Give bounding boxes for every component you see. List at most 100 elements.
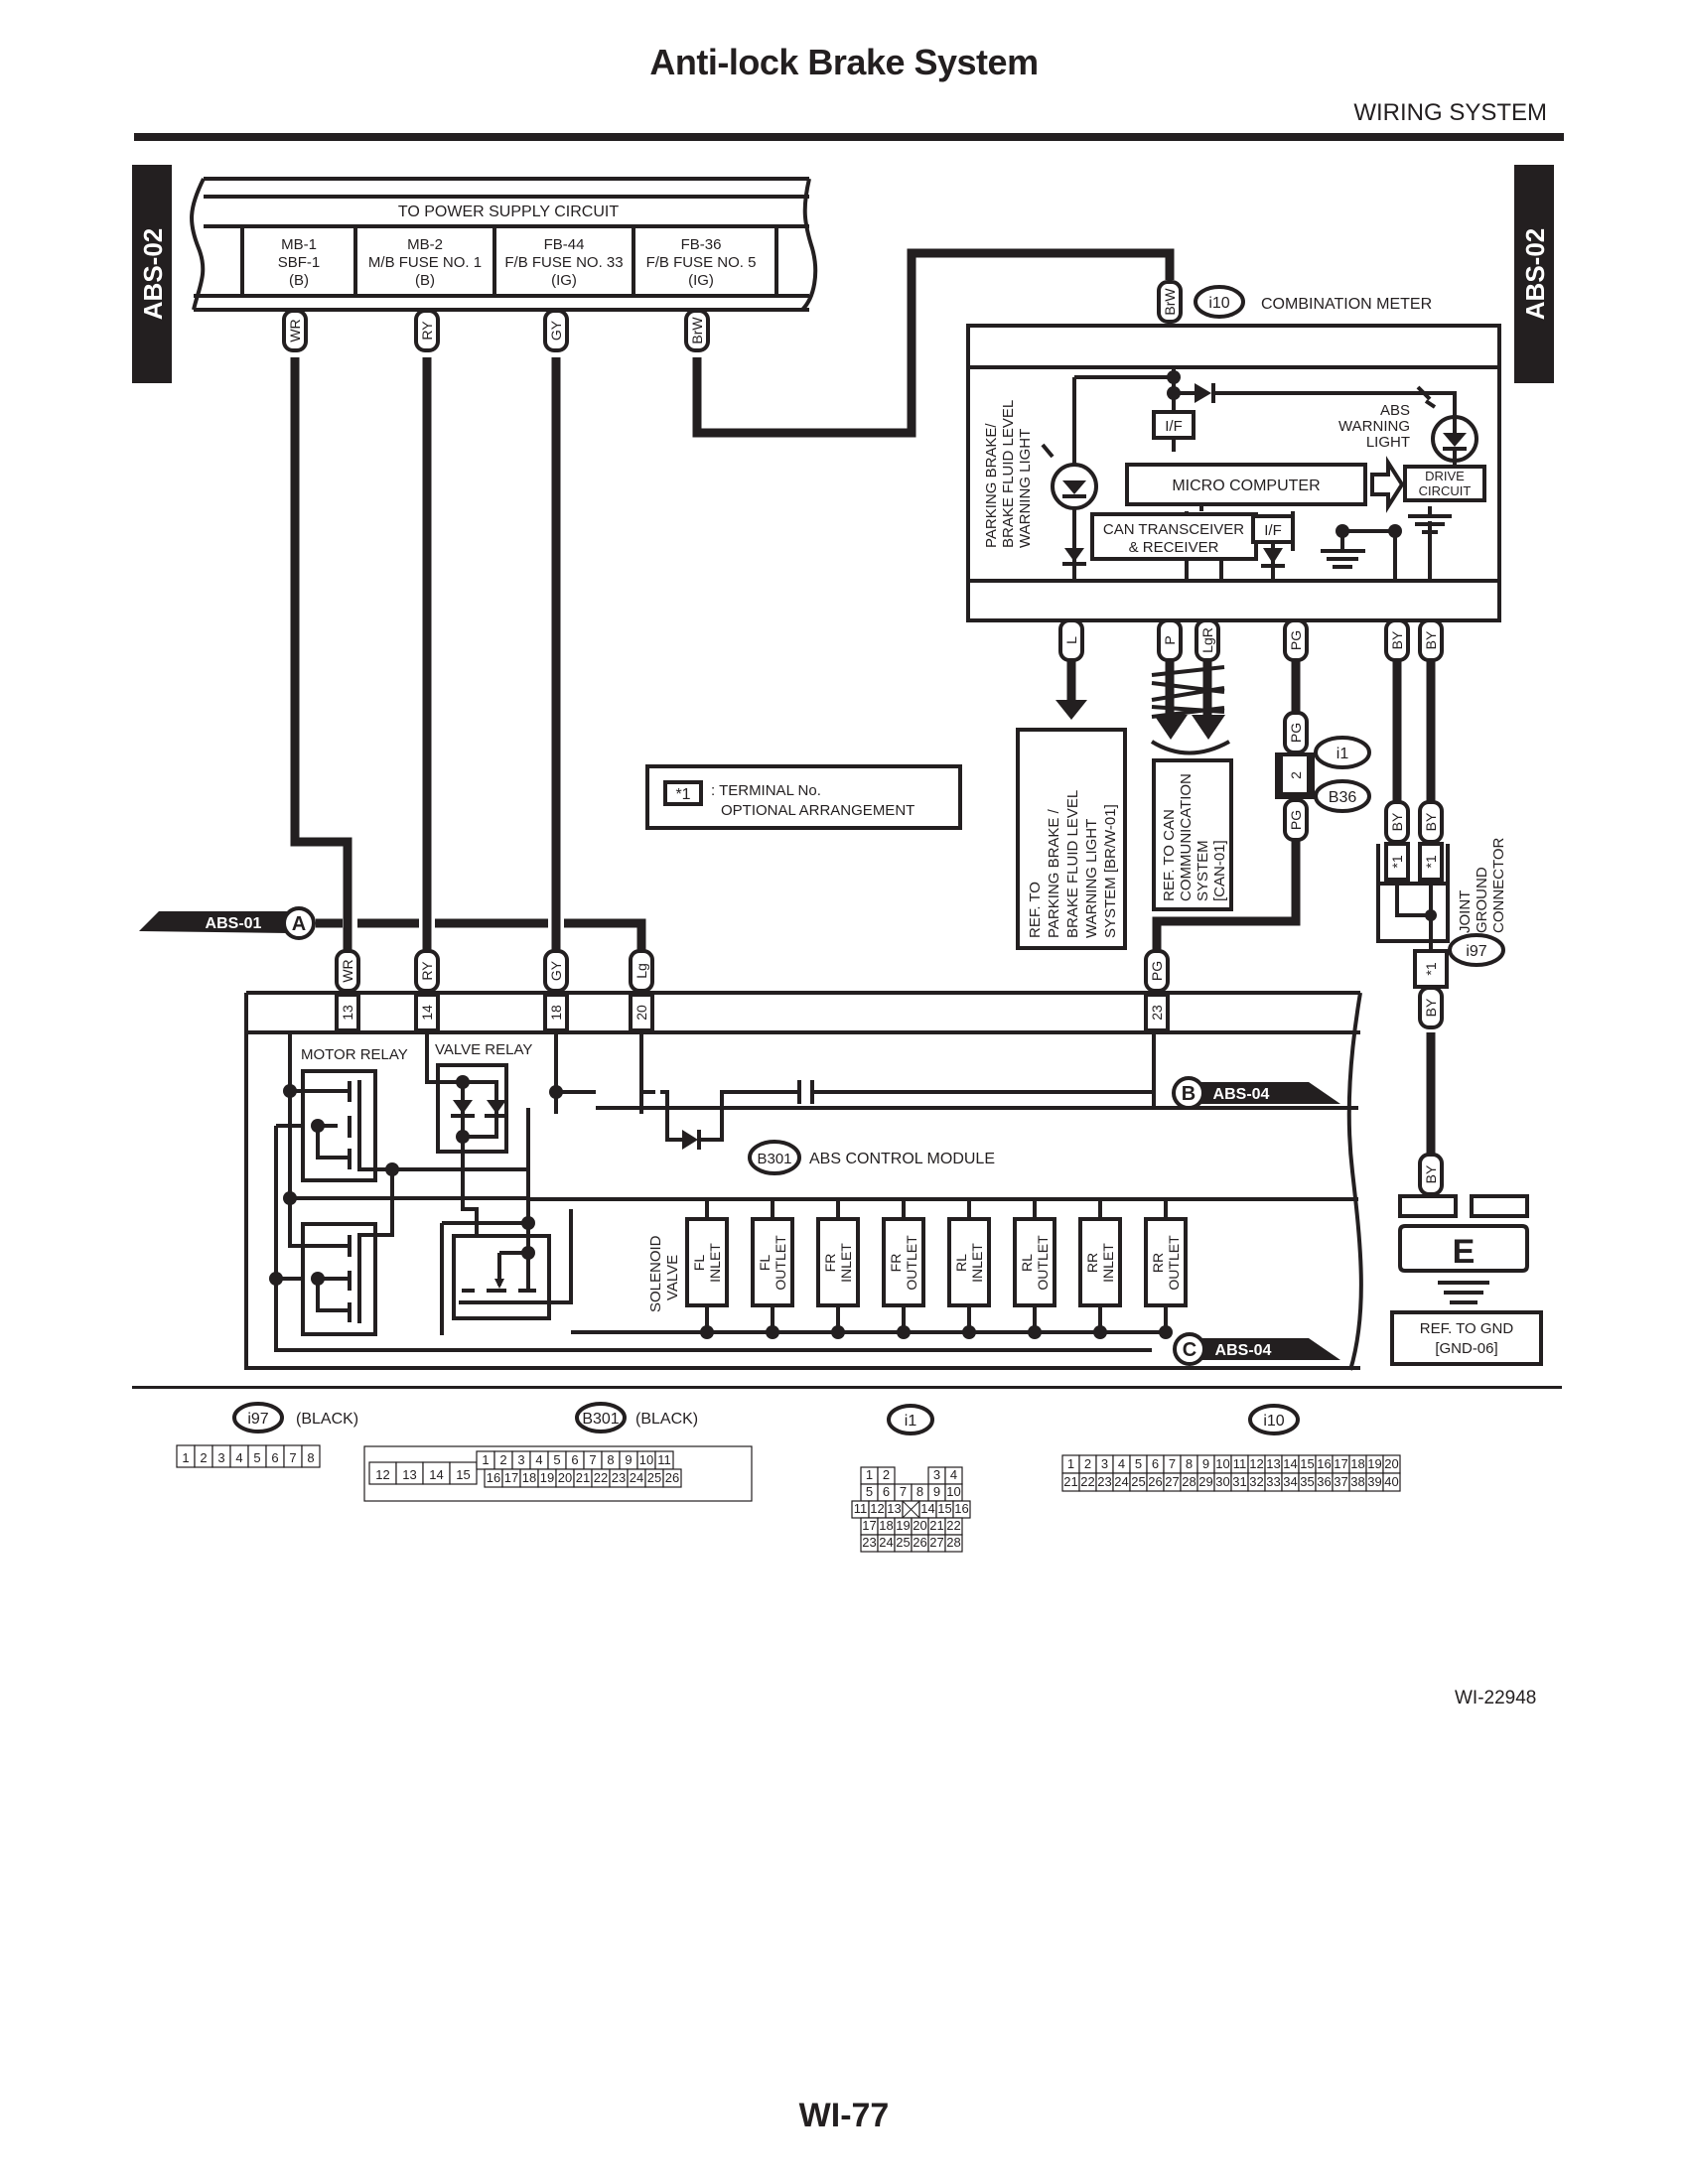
connector-pin: 18 — [519, 1468, 539, 1488]
pin-number: 19 — [540, 1470, 554, 1485]
connector-badge: i97 — [232, 1402, 284, 1433]
connector-pin: 29 — [1196, 1472, 1215, 1492]
connector-pin: 4 — [229, 1444, 249, 1468]
pin-number: 2 — [883, 1467, 890, 1482]
pin-number: 10 — [639, 1452, 653, 1467]
parking-light-label: WARNING LIGHT — [1017, 429, 1034, 548]
connector-pin: 24 — [627, 1468, 646, 1488]
connector-i10-label: i10 — [1208, 295, 1229, 312]
legend-symbol: *1 — [675, 786, 690, 803]
connector-b36-label: B36 — [1329, 789, 1357, 806]
wire-lg — [316, 918, 646, 951]
wire-color-tag: BY — [1384, 800, 1410, 844]
pin-number: 8 — [307, 1450, 314, 1465]
connector-pin: 13 — [395, 1461, 424, 1485]
connector-pin: 8 — [1180, 1454, 1198, 1474]
pin-number: 16 — [954, 1501, 968, 1516]
wire-color-label: WR — [340, 959, 355, 982]
capacitor-icon — [797, 1080, 814, 1104]
arrow-down-icon — [1055, 700, 1087, 720]
connector-pin: 3 — [927, 1466, 946, 1485]
pin-number: 35 — [1300, 1474, 1314, 1489]
arrow-down-icon — [1154, 715, 1188, 740]
solenoid-position: RL — [953, 1254, 969, 1272]
pin-marker: *1 — [1423, 962, 1439, 975]
wire-color-tag: PG — [1283, 618, 1309, 662]
drive-circuit-label: CIRCUIT — [1419, 483, 1472, 498]
connector-pin: 6 — [565, 1450, 585, 1470]
connector-pin: 30 — [1213, 1472, 1232, 1492]
pin-number: 22 — [946, 1518, 960, 1533]
fuse-fb44: FB-44 F/B FUSE NO. 33 (IG) — [504, 236, 623, 289]
connector-name: i1 — [905, 1413, 917, 1430]
connector-pin: 36 — [1315, 1472, 1334, 1492]
pin-number: 19 — [1367, 1456, 1381, 1471]
connector-pin: 10 — [636, 1450, 656, 1470]
pin-number: 23 — [862, 1535, 876, 1550]
connector-pin: 25 — [894, 1534, 913, 1553]
pin-number: 8 — [916, 1484, 923, 1499]
fuse-label: FB-44 — [544, 236, 585, 253]
diode-icon — [1064, 548, 1084, 562]
micro-computer-box — [1125, 463, 1367, 506]
offpage-b[interactable]: B ABS-04 — [1172, 1076, 1340, 1110]
pin-number: 12 — [870, 1501, 884, 1516]
pin-number: 25 — [896, 1535, 910, 1550]
fuse-label: FB-36 — [681, 236, 722, 253]
ref-text: BRAKE FLUID LEVEL — [1064, 790, 1081, 938]
abs-module-label: ABS CONTROL MODULE — [809, 1151, 995, 1167]
figure-id: WI-22948 — [1455, 1688, 1537, 1708]
offpage-c[interactable]: C ABS-04 — [1173, 1332, 1340, 1366]
solenoid-type: OUTLET — [773, 1235, 788, 1291]
ref-gnd[interactable]: REF. TO GND [GND-06] — [1390, 1310, 1543, 1366]
wire-color-tag: BY — [1418, 986, 1444, 1029]
pin-number: 15 — [1300, 1456, 1314, 1471]
pin-number: 26 — [913, 1535, 926, 1550]
pin-number: 23 — [612, 1470, 626, 1485]
wire-color-label: Lg — [633, 963, 649, 979]
connector-pin: 4 — [1112, 1454, 1131, 1474]
wire-color-tag: GY — [543, 309, 569, 352]
connector-pin: 8 — [301, 1444, 321, 1468]
side-tab-right[interactable]: ABS-02 — [1514, 165, 1554, 383]
offpage-a[interactable]: ABS-01 A — [139, 906, 316, 940]
connector-pin: 20 — [555, 1468, 575, 1488]
offpage-ref: ABS-04 — [1215, 1342, 1272, 1359]
wire-color-label: L — [1063, 636, 1079, 644]
connector-pin: 17 — [1332, 1454, 1350, 1474]
connector-pin: 35 — [1298, 1472, 1317, 1492]
connector-pin: 4 — [529, 1450, 549, 1470]
page-number: WI-77 — [798, 2097, 890, 2134]
ref-can[interactable]: REF. TO CAN COMMUNICATION SYSTEM [CAN-01… — [1152, 758, 1233, 911]
fuse-label: SBF-1 — [278, 254, 321, 271]
connector-pin: 1 — [1061, 1454, 1080, 1474]
parking-light-label: BRAKE FLUID LEVEL — [1000, 400, 1017, 548]
wire-color-label: BY — [1423, 998, 1439, 1017]
ref-parking-brake[interactable]: REF. TO PARKING BRAKE / BRAKE FLUID LEVE… — [1016, 728, 1127, 950]
pin-number: 14 — [429, 1467, 443, 1482]
connector-pin: 2 — [194, 1444, 213, 1468]
pin-number: 12 — [375, 1467, 389, 1482]
wire-color-tag: PG — [1144, 949, 1170, 993]
fuse-mb2: MB-2 M/B FUSE NO. 1 (B) — [368, 236, 482, 289]
pin-number: 11 — [1233, 1456, 1247, 1471]
pin-number: 18 — [1350, 1456, 1364, 1471]
wire-color-label: RY — [419, 961, 435, 981]
pin-number: 20 — [629, 993, 654, 1032]
pin-number: 3 — [217, 1450, 224, 1465]
pin-number: 10 — [946, 1484, 960, 1499]
pin-number: 14 — [920, 1501, 934, 1516]
pin-number: 34 — [1283, 1474, 1297, 1489]
side-tab-left[interactable]: ABS-02 — [132, 165, 172, 383]
connector-pin: 11 — [1230, 1454, 1249, 1474]
joint-ground-label: JOINT — [1457, 890, 1474, 933]
pin-marker: *1 — [1389, 855, 1405, 868]
fuse-label: MB-1 — [281, 236, 317, 253]
connector-pin: 20 — [911, 1517, 929, 1536]
page-title: Anti-lock Brake System — [649, 42, 1039, 82]
